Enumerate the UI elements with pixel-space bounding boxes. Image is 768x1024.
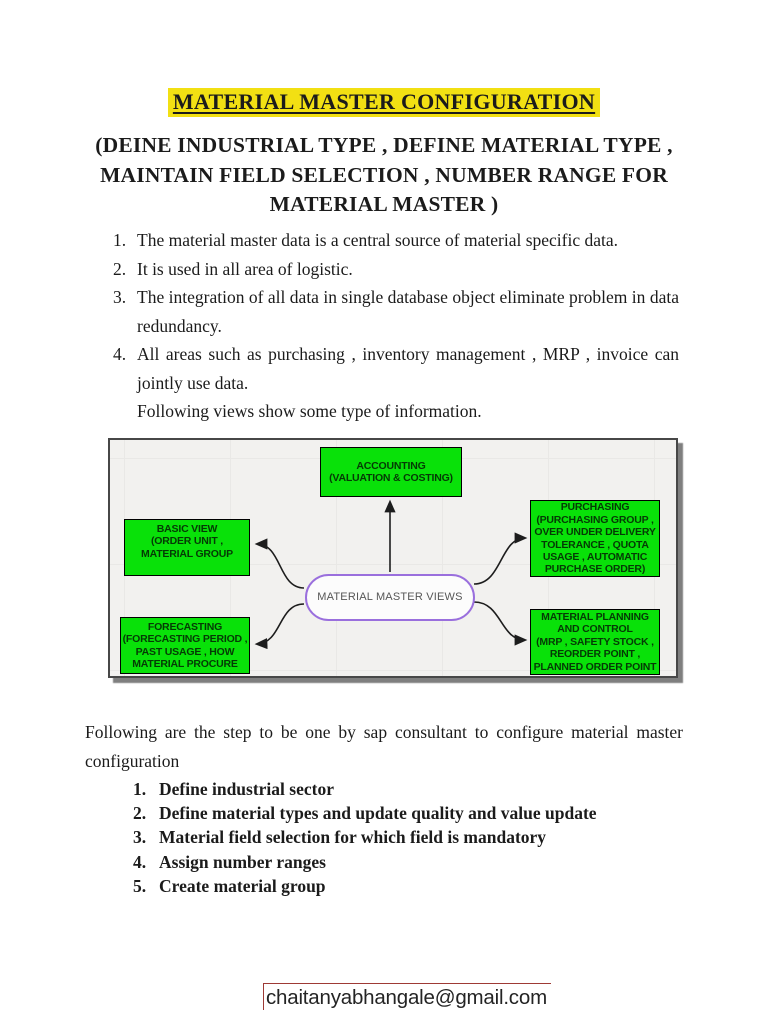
list-item-text: Create material group <box>159 875 326 896</box>
arrow-to-material-planning <box>473 601 528 646</box>
list-item: 5. Create material group <box>133 874 597 898</box>
list-item-text: Material field selection for which field… <box>159 827 547 848</box>
diagram-node-accounting: ACCOUNTING (VALUATION & COSTING) <box>320 447 462 497</box>
list-item-number: 5. <box>133 875 147 896</box>
material-master-views-diagram: ACCOUNTING (VALUATION & COSTING) BASIC V… <box>108 438 678 678</box>
arrow-to-forecasting <box>254 603 305 650</box>
page-subtitle: (DEINE INDUSTRIAL TYPE , DEFINE MATERIAL… <box>95 133 673 216</box>
list-item-number: 3. <box>113 287 127 308</box>
page-title: MATERIAL MASTER CONFIGURATION <box>167 88 601 117</box>
list-item: 2. It is used in all area of logistic. <box>113 255 679 284</box>
diagram-node-purchasing: PURCHASING (PURCHASING GROUP , OVER UNDE… <box>530 500 660 577</box>
list-item: 3. The integration of all data in single… <box>113 283 679 340</box>
list-item-text: It is used in all area of logistic. <box>137 258 353 279</box>
list-item-text: Define industrial sector <box>159 779 334 799</box>
footer-email: chaitanyabhangale@gmail.com <box>266 986 547 1009</box>
list-item-number: 4. <box>133 851 147 872</box>
list-item: 3. Material field selection for which fi… <box>133 825 597 849</box>
list-item: 1. Define industrial sector <box>133 777 597 801</box>
diagram-node-material-planning: MATERIAL PLANNING AND CONTROL (MRP , SAF… <box>530 609 660 675</box>
diagram-node-forecasting: FORECASTING (FORECASTING PERIOD , PAST U… <box>120 617 250 674</box>
list-item: 4. Assign number ranges <box>133 850 597 874</box>
title-row: MATERIAL MASTER CONFIGURATION <box>0 88 768 117</box>
list-item: 1. The material master data is a central… <box>113 226 679 255</box>
views-caption: Following views show some type of inform… <box>137 401 482 421</box>
list-item-number: 1. <box>113 230 127 250</box>
footer-email-box: chaitanyabhangale@gmail.com <box>263 983 551 1010</box>
list-item-text: The integration of all data in single da… <box>137 287 679 336</box>
list-item-text: Assign number ranges <box>159 851 326 872</box>
intro-list: 1. The material master data is a central… <box>113 226 679 398</box>
diagram-node-basic-view: BASIC VIEW (ORDER UNIT , MATERIAL GROUP <box>124 519 250 576</box>
list-item-number: 3. <box>133 827 147 848</box>
list-item-text: Define material types and update quality… <box>159 803 597 824</box>
list-item: 2. Define material types and update qual… <box>133 801 597 825</box>
steps-list: 1. Define industrial sector 2. Define ma… <box>133 777 597 898</box>
list-item: 4. All areas such as purchasing , invent… <box>113 340 679 397</box>
list-item-text: The material master data is a central so… <box>137 230 619 250</box>
list-item-number: 2. <box>133 803 147 824</box>
arrow-to-purchasing <box>473 532 528 585</box>
list-item-number: 1. <box>133 779 147 799</box>
diagram-node-material-master-views: MATERIAL MASTER VIEWS <box>305 574 475 621</box>
list-item-text: All areas such as purchasing , inventory… <box>137 344 679 393</box>
arrow-to-basic-view <box>254 538 305 589</box>
steps-intro: Following are the step to be one by sap … <box>85 722 683 771</box>
list-item-number: 4. <box>113 344 127 365</box>
list-item-number: 2. <box>113 258 127 279</box>
